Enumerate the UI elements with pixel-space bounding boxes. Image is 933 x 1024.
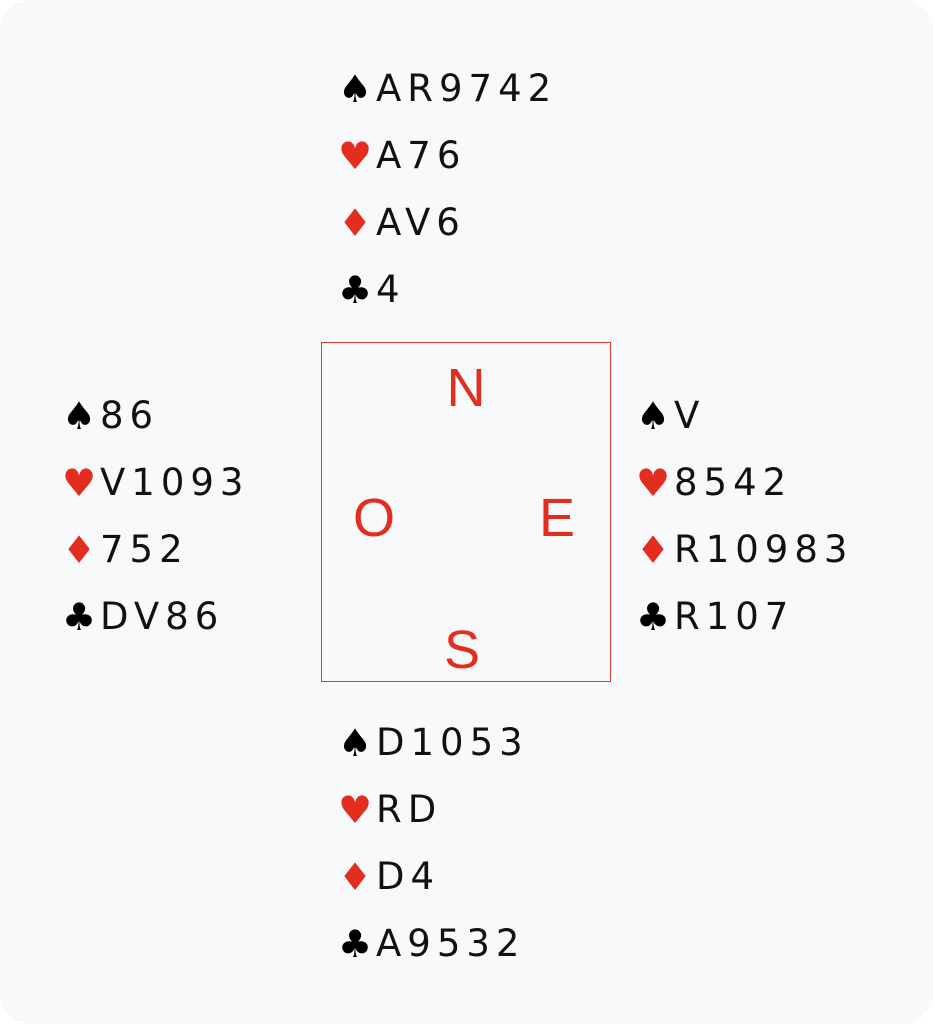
compass-north: N: [446, 358, 486, 418]
cards: D1053: [376, 721, 529, 764]
hand-east: ♠V ♥8542 ♦R10983 ♣R107: [634, 382, 853, 650]
east-hearts: ♥8542: [634, 449, 853, 516]
east-clubs: ♣R107: [634, 583, 853, 650]
diamond-icon: ♦: [61, 527, 97, 572]
cards: V: [674, 394, 706, 437]
diamond-icon: ♦: [635, 527, 671, 572]
cards: D4: [376, 855, 441, 898]
north-hearts: ♥A76: [336, 122, 557, 189]
east-diamonds: ♦R10983: [634, 516, 853, 583]
heart-icon: ♥: [337, 133, 373, 178]
cards: 8542: [674, 461, 793, 504]
cards: 752: [100, 528, 189, 571]
heart-icon: ♥: [635, 460, 671, 505]
club-icon: ♣: [337, 921, 373, 966]
spade-icon: ♠: [61, 393, 97, 438]
heart-icon: ♥: [61, 460, 97, 505]
cards: A9532: [376, 922, 526, 965]
club-icon: ♣: [61, 594, 97, 639]
north-clubs: ♣4: [336, 256, 557, 323]
hand-south: ♠D1053 ♥RD ♦D4 ♣A9532: [336, 709, 529, 977]
cards: A76: [376, 134, 467, 177]
cards: 86: [100, 394, 160, 437]
compass-east: E: [538, 488, 576, 548]
north-diamonds: ♦AV6: [336, 189, 557, 256]
cards: RD: [376, 788, 443, 831]
compass-west: O: [352, 488, 396, 548]
spade-icon: ♠: [635, 393, 671, 438]
heart-icon: ♥: [337, 787, 373, 832]
north-spades: ♠AR9742: [336, 55, 557, 122]
cards: R107: [674, 595, 795, 638]
cards: R10983: [674, 528, 854, 571]
club-icon: ♣: [635, 594, 671, 639]
diamond-icon: ♦: [337, 854, 373, 899]
compass-box: [321, 342, 611, 682]
south-diamonds: ♦D4: [336, 843, 529, 910]
compass-south: S: [443, 620, 481, 680]
club-icon: ♣: [337, 267, 373, 312]
hand-north: ♠AR9742 ♥A76 ♦AV6 ♣4: [336, 55, 557, 323]
west-hearts: ♥V1093: [60, 449, 249, 516]
east-spades: ♠V: [634, 382, 853, 449]
cards: 4: [376, 268, 406, 311]
cards: V1093: [100, 461, 250, 504]
cards: AR9742: [376, 67, 558, 110]
west-spades: ♠86: [60, 382, 249, 449]
diamond-icon: ♦: [337, 200, 373, 245]
south-hearts: ♥RD: [336, 776, 529, 843]
west-clubs: ♣DV86: [60, 583, 249, 650]
cards: AV6: [376, 201, 466, 244]
cards: DV86: [100, 595, 225, 638]
south-spades: ♠D1053: [336, 709, 529, 776]
spade-icon: ♠: [337, 66, 373, 111]
spade-icon: ♠: [337, 720, 373, 765]
west-diamonds: ♦752: [60, 516, 249, 583]
hand-west: ♠86 ♥V1093 ♦752 ♣DV86: [60, 382, 249, 650]
south-clubs: ♣A9532: [336, 910, 529, 977]
